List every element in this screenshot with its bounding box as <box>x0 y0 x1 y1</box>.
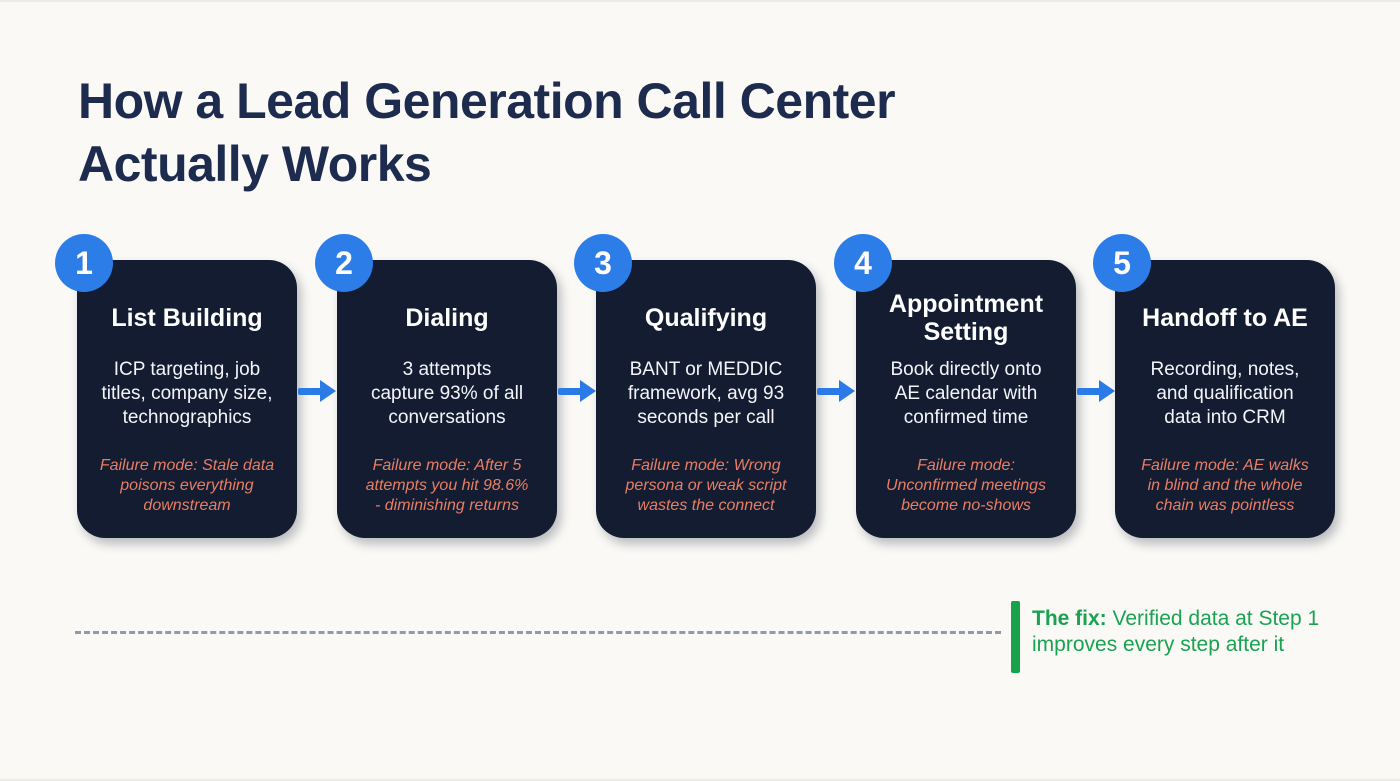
step-description: Book directly onto AE calendar with conf… <box>890 359 1042 428</box>
step-failure-note: Failure mode: Unconfirmed meetings becom… <box>885 457 1047 514</box>
step-failure-note: Failure mode: Wrong persona or weak scri… <box>625 457 787 514</box>
step-number: 3 <box>594 244 612 281</box>
step-number: 4 <box>854 244 872 281</box>
step-failure-note: Failure mode: After 5 attempts you hit 9… <box>365 457 529 514</box>
step-number-badge: 3 <box>574 234 632 292</box>
step-number: 2 <box>335 244 353 281</box>
step-number: 5 <box>1113 244 1131 281</box>
flow-arrow <box>298 380 336 402</box>
step-failure-note: Failure mode: AE walks in blind and the … <box>1141 457 1309 514</box>
process-flow: 1 List Building ICP targeting, job title… <box>55 234 1335 538</box>
dashed-divider <box>75 631 1001 634</box>
step-number-badge: 2 <box>315 234 373 292</box>
arrow-head-icon <box>839 380 855 402</box>
step-description: Recording, notes, and qualification data… <box>1150 359 1300 428</box>
callout-accent-bar <box>1011 601 1020 673</box>
bottom-edge-line <box>0 779 1400 781</box>
fix-message: Verified data at Step 1 improves every s… <box>1032 607 1320 656</box>
step-number: 1 <box>75 244 93 281</box>
flow-arrow <box>1077 380 1115 402</box>
step-card-dialing: 2 Dialing 3 attempts capture 93% of all … <box>315 234 557 538</box>
step-number-badge: 1 <box>55 234 113 292</box>
step-card-handoff-to-ae: 5 Handoff to AE Recording, notes, and qu… <box>1093 234 1335 538</box>
flow-arrow <box>558 380 596 402</box>
step-title: Appointment Setting <box>888 290 1044 346</box>
step-card-list-building: 1 List Building ICP targeting, job title… <box>55 234 297 538</box>
arrow-head-icon <box>320 380 336 402</box>
fix-label: The fix: <box>1032 607 1107 630</box>
step-title: Dialing <box>405 304 489 332</box>
arrow-shaft <box>817 388 841 395</box>
step-title: Handoff to AE <box>1142 304 1308 332</box>
step-title: Qualifying <box>644 304 768 332</box>
flow-arrow <box>817 380 855 402</box>
step-number-badge: 5 <box>1093 234 1151 292</box>
arrow-head-icon <box>1099 380 1115 402</box>
callout-text: The fix: Verified data at Step 1 improve… <box>1032 606 1344 658</box>
arrow-shaft <box>558 388 582 395</box>
arrow-head-icon <box>580 380 596 402</box>
step-card-qualifying: 3 Qualifying BANT or MEDDIC framework, a… <box>574 234 816 538</box>
top-edge-line <box>0 0 1400 2</box>
step-description: ICP targeting, job titles, company size,… <box>101 359 273 428</box>
step-failure-note: Failure mode: Stale data poisons everyth… <box>99 457 275 514</box>
step-title: List Building <box>111 304 263 332</box>
step-description: 3 attempts capture 93% of all conversati… <box>370 359 524 428</box>
page-title: How a Lead Generation Call Center Actual… <box>78 73 896 192</box>
arrow-shaft <box>1077 388 1101 395</box>
step-card-appointment-setting: 4 Appointment Setting Book directly onto… <box>834 234 1076 538</box>
arrow-shaft <box>298 388 322 395</box>
step-description: BANT or MEDDIC framework, avg 93 seconds… <box>627 359 785 428</box>
step-number-badge: 4 <box>834 234 892 292</box>
